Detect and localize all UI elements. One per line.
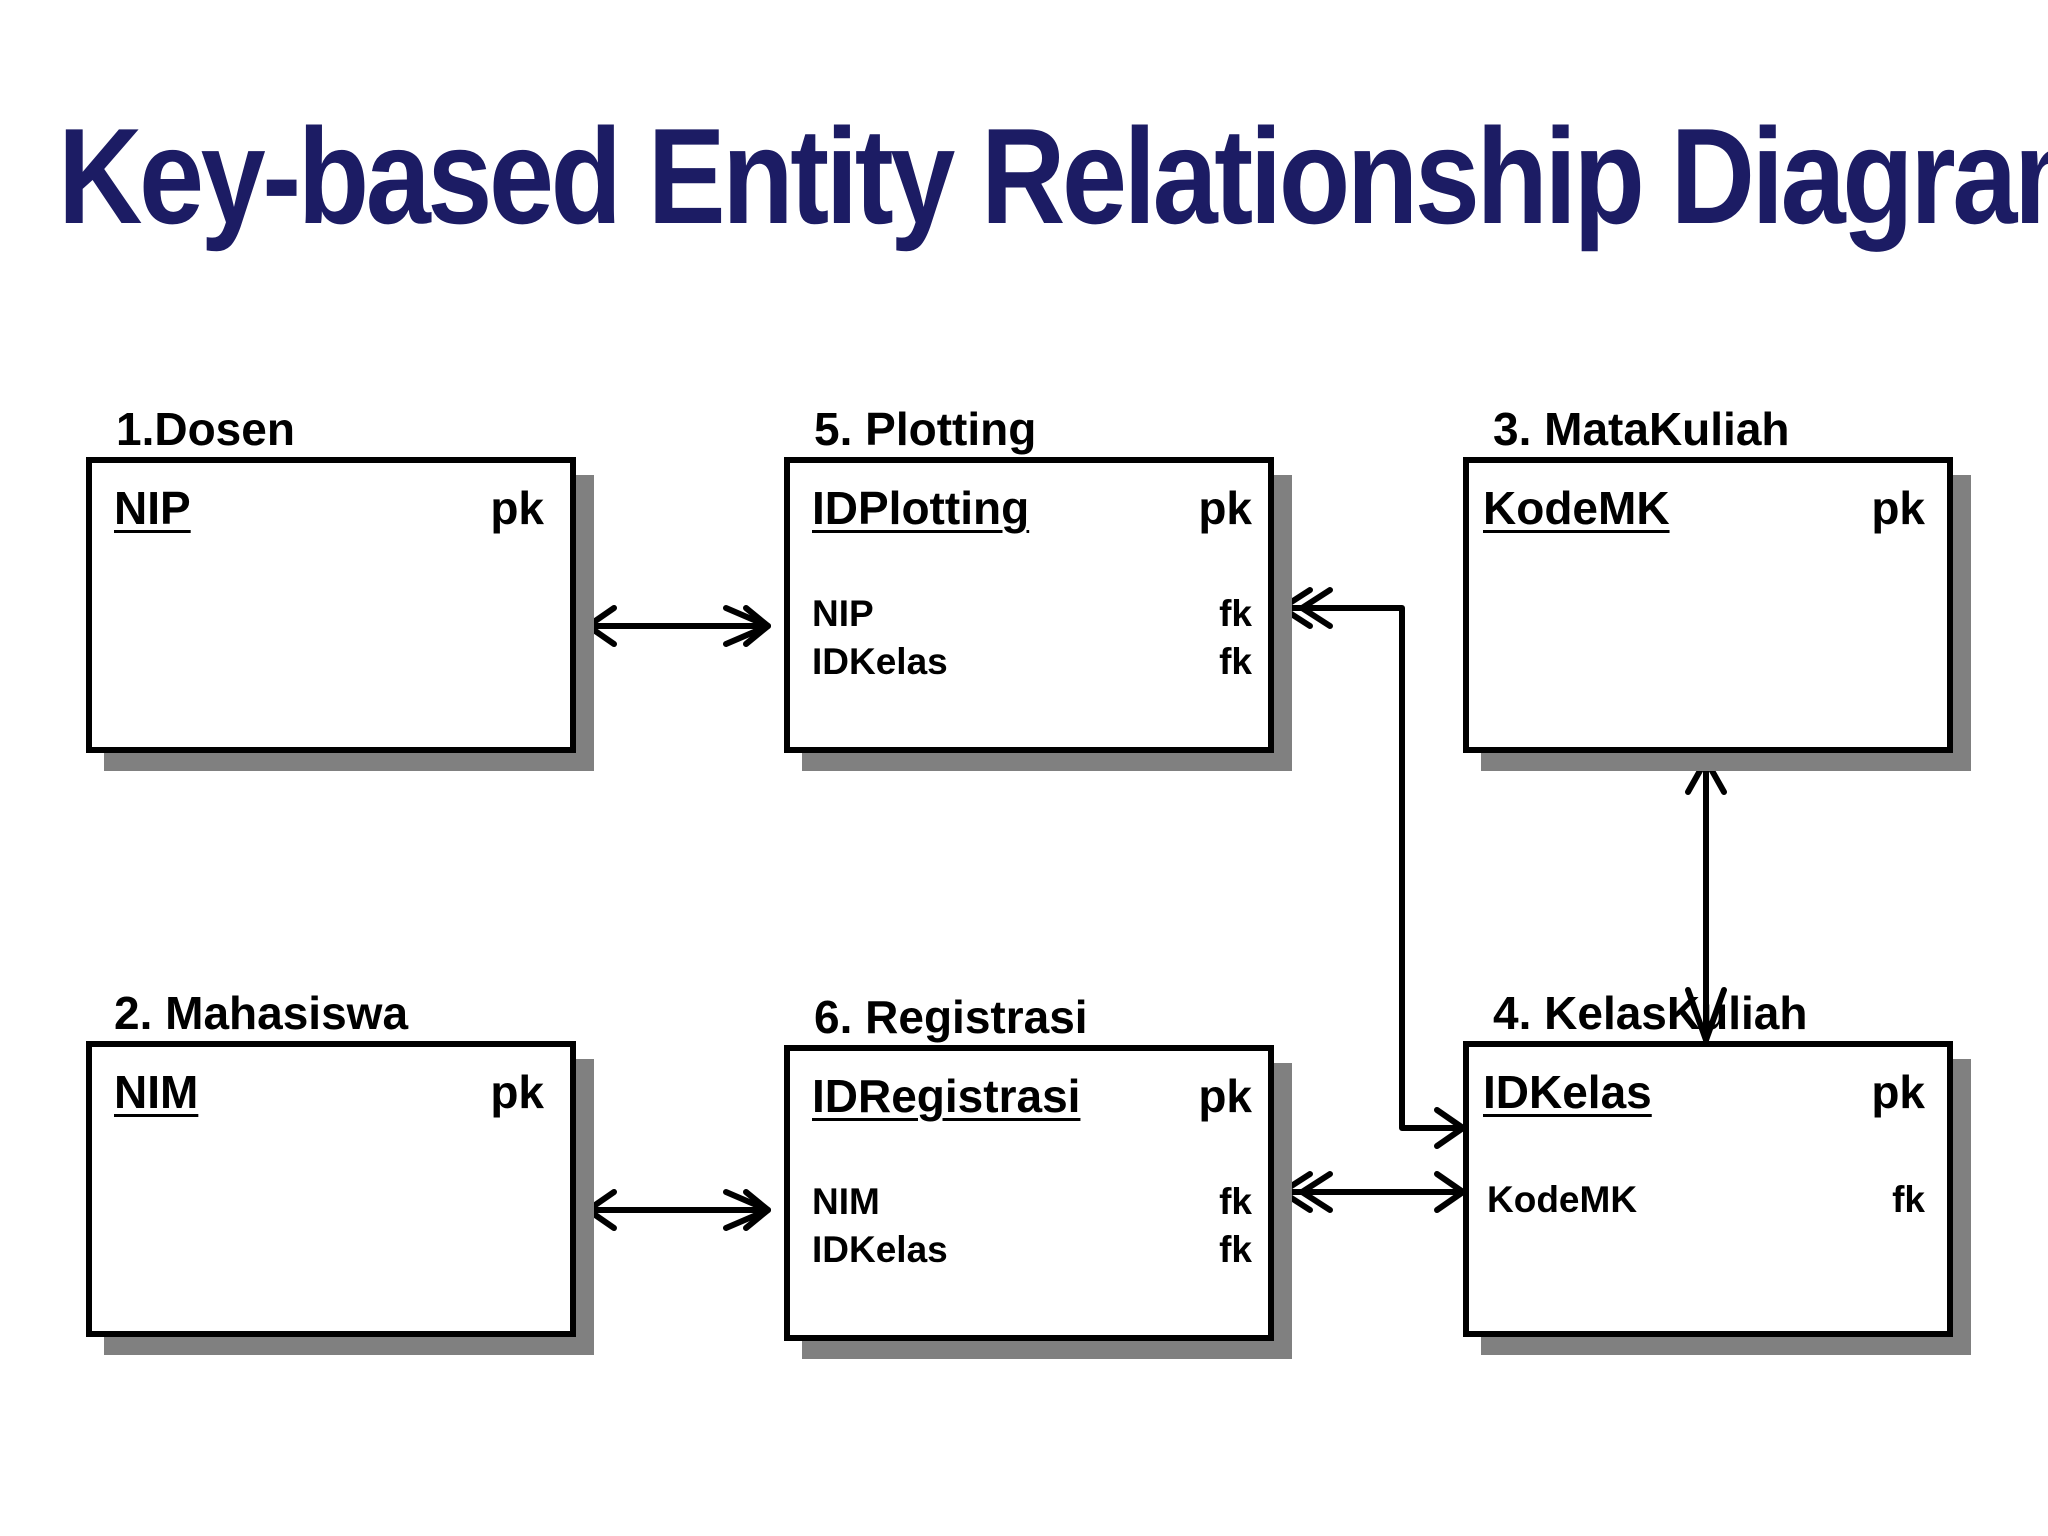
pk-tag: pk bbox=[1871, 1066, 1925, 1118]
primary-key-name: NIM bbox=[114, 1066, 199, 1118]
entity-label-kelaskuliah: 4. KelasKuliah bbox=[1493, 987, 1808, 1039]
fk-tag: fk bbox=[1219, 1229, 1252, 1270]
foreign-key-name: NIP bbox=[812, 593, 874, 634]
pk-tag: pk bbox=[490, 1066, 544, 1118]
one-end-arrow bbox=[585, 605, 617, 647]
many-end-arrow bbox=[1685, 987, 1727, 1043]
pk-tag: pk bbox=[1871, 482, 1925, 534]
many-end-arrow bbox=[743, 605, 771, 647]
rel-matakuliah-kelaskuliah bbox=[1685, 757, 1727, 1043]
primary-key-name: IDPlotting bbox=[812, 482, 1030, 534]
entity-box-registrasi[interactable]: IDRegistrasi pk NIM fk IDKelas fk bbox=[784, 1045, 1274, 1341]
entity-label-registrasi: 6. Registrasi bbox=[814, 991, 1088, 1043]
entity-box-plotting[interactable]: IDPlotting pk NIP fk IDKelas fk bbox=[784, 457, 1274, 753]
entity-label-plotting: 5. Plotting bbox=[814, 403, 1037, 455]
pk-tag: pk bbox=[490, 482, 544, 534]
page-title: Key-based Entity Relationship Diagram bbox=[58, 100, 2048, 252]
fk-tag: fk bbox=[1892, 1179, 1925, 1220]
entity-box-dosen[interactable]: NIP pk bbox=[86, 457, 576, 753]
foreign-key-name: IDKelas bbox=[812, 1229, 948, 1270]
primary-key-name: IDRegistrasi bbox=[812, 1070, 1081, 1122]
rel-mahasiswa-registrasi bbox=[585, 1189, 771, 1231]
entity-box-mahasiswa[interactable]: NIM pk bbox=[86, 1041, 576, 1337]
fk-tag: fk bbox=[1219, 641, 1252, 682]
pk-tag: pk bbox=[1198, 482, 1252, 534]
pk-tag: pk bbox=[1198, 1070, 1252, 1122]
many-end-arrow bbox=[1299, 587, 1333, 629]
entity-box-matakuliah[interactable]: KodeMK pk bbox=[1463, 457, 1953, 753]
rel-dosen-plotting bbox=[585, 605, 771, 647]
fk-tag: fk bbox=[1219, 1181, 1252, 1222]
foreign-key-name: NIM bbox=[812, 1181, 880, 1222]
foreign-key-name: KodeMK bbox=[1487, 1179, 1638, 1220]
foreign-key-name: IDKelas bbox=[812, 641, 948, 682]
entity-label-mahasiswa: 2. Mahasiswa bbox=[114, 987, 409, 1039]
one-end-arrow bbox=[1685, 757, 1727, 795]
many-end-arrow bbox=[743, 1189, 771, 1231]
rel-kelaskuliah-registrasi bbox=[1279, 1171, 1466, 1213]
one-end-arrow bbox=[585, 1189, 617, 1231]
entity-label-dosen: 1.Dosen bbox=[116, 403, 295, 455]
fk-tag: fk bbox=[1219, 593, 1252, 634]
entity-label-matakuliah: 3. MataKuliah bbox=[1493, 403, 1790, 455]
many-end-arrow bbox=[1279, 1171, 1313, 1213]
primary-key-name: NIP bbox=[114, 482, 191, 534]
primary-key-name: KodeMK bbox=[1483, 482, 1670, 534]
rel-kelaskuliah-plotting bbox=[1279, 587, 1466, 1149]
entity-box-kelaskuliah[interactable]: IDKelas pk KodeMK fk bbox=[1463, 1041, 1953, 1337]
many-end-arrow bbox=[1279, 587, 1313, 629]
primary-key-name: IDKelas bbox=[1483, 1066, 1652, 1118]
many-end-arrow bbox=[1299, 1171, 1333, 1213]
